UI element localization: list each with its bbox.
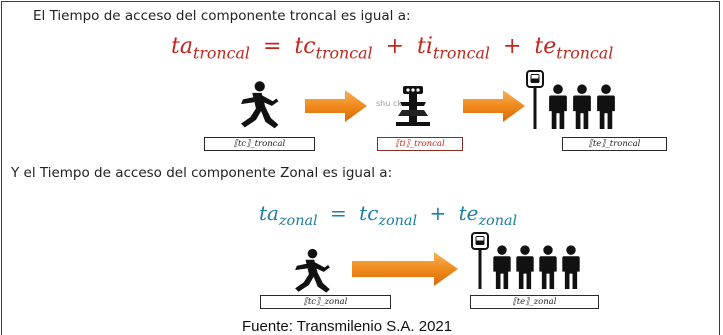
eq-term-te: te <box>534 34 557 59</box>
waiting-person-icon <box>493 245 511 289</box>
label-box-tc-zonal: ⟦tc⟧_zonal <box>260 295 391 309</box>
source-caption: Fuente: Transmilenio S.A. 2021 <box>242 318 453 335</box>
eq-sub-tc: troncal <box>315 43 373 63</box>
eq-sub-tc: zonal <box>378 213 418 230</box>
eq-term-ta: ta <box>259 201 279 225</box>
label-box-tc-troncal: ⟦tc⟧_troncal <box>204 137 315 151</box>
eq-term-ti: ti <box>417 34 433 59</box>
waiting-person-icon <box>562 245 580 289</box>
eq-term-ta: ta <box>171 34 193 59</box>
arrow-right-icon <box>305 90 367 122</box>
walking-person-icon <box>295 248 330 293</box>
turnstile-icon <box>396 86 430 126</box>
waiting-person-icon <box>516 245 534 289</box>
bus-stop-icon <box>471 232 489 289</box>
arrow-right-icon <box>352 252 458 286</box>
eq-op-equals: = <box>262 34 282 59</box>
label-box-te-troncal: ⟦te⟧_troncal <box>562 137 667 151</box>
arrow-right-icon <box>463 90 525 122</box>
eq-op-plus-2: + <box>502 34 522 59</box>
waiting-person-icon <box>597 84 615 129</box>
intro-zonal-text: Y el Tiempo de acceso del componente Zon… <box>11 165 393 181</box>
eq-term-tc: tc <box>294 34 316 59</box>
watermark-text: shu ck <box>376 99 402 108</box>
equation-troncal: tatroncal = tctroncal + titroncal + tetr… <box>171 34 613 63</box>
intro-troncal-text: El Tiempo de acceso del componente tronc… <box>33 8 411 24</box>
eq-sub-ta: zonal <box>278 213 318 230</box>
eq-sub-te: troncal <box>556 43 614 63</box>
eq-sub-ti: troncal <box>432 43 490 63</box>
eq-sub-te: zonal <box>478 213 518 230</box>
waiting-person-icon <box>573 84 591 129</box>
waiting-person-icon <box>549 84 567 129</box>
bus-stop-icon <box>526 70 544 129</box>
eq-term-te: te <box>458 201 479 225</box>
eq-op-equals: = <box>330 201 347 225</box>
waiting-person-icon <box>539 245 557 289</box>
label-box-te-zonal: ⟦te⟧_zonal <box>470 295 599 309</box>
equation-zonal: tazonal = tczonal + tezonal <box>259 201 517 229</box>
eq-sub-ta: troncal <box>192 43 250 63</box>
eq-term-tc: tc <box>359 201 379 225</box>
walking-person-icon <box>241 81 279 129</box>
eq-op-plus: + <box>429 201 447 225</box>
label-box-ti-troncal: ⟦ti⟧_troncal <box>377 137 463 151</box>
eq-op-plus-1: + <box>385 34 405 59</box>
